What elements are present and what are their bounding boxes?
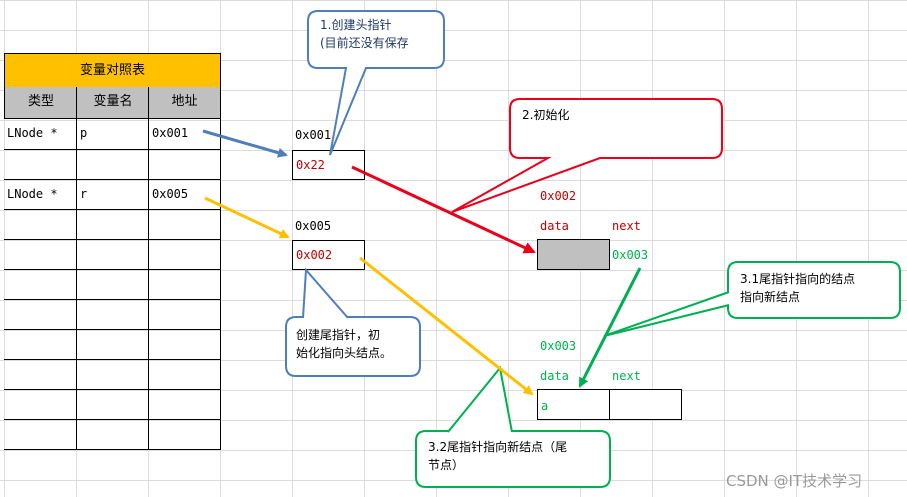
table-cell [4,209,76,239]
table-cell [148,419,221,449]
callout-31-shape [727,261,901,319]
table-cell [76,149,148,179]
table-cell [4,359,76,389]
callout-1-shape [307,10,445,156]
arrow-r-to-cell [204,196,290,239]
table-cell [4,149,76,179]
table-cell: LNode * [7,126,58,140]
table-cell [76,269,148,299]
table-cell [4,299,76,329]
new-node-data-label: data [540,369,569,383]
table-cell: 0x001 [148,119,221,149]
table-cell [148,389,221,419]
table-cell [148,149,221,179]
callout-31-line-2: 指向新结点 [740,290,801,304]
callout-1-text: 1.创建头指针 (目前还没有保存 [320,16,409,52]
callout-32-shape [415,430,611,488]
callout-32-line-2: 节点） [428,458,465,472]
table-cell [4,239,76,269]
callout-32-pointer [447,365,513,433]
head-node-next-label: next [612,219,641,233]
table-header-type: 类型 [4,87,77,119]
table-header-addr: 地址 [148,87,221,119]
table-cell [148,239,221,269]
callout-3-shape [285,316,421,377]
table-cell [148,269,221,299]
table-cell [4,419,76,449]
table-cell [76,209,148,239]
table-cell [76,329,148,359]
callout-3-line-1: 创建尾指针，初 [296,328,381,342]
head-node-address: 0x002 [540,189,577,203]
table-cell [76,239,148,269]
arrow-head-next-to-new-node [578,267,642,388]
p-value-cell: 0x22 [292,150,365,180]
table-cell [4,329,76,359]
table-cell: LNode * [4,179,76,209]
callout-1-line-1: 1.创建头指针 [320,18,392,32]
head-node-next-value: 0x003 [612,248,649,262]
new-node-address: 0x003 [540,339,577,353]
table-cell [148,299,221,329]
head-node-data-cell [537,239,610,270]
new-node-data-value: a [541,399,549,413]
table-cell: 0x005 [148,179,221,209]
table-cell [76,299,148,329]
head-node-data-label: data [540,219,569,233]
callout-2-text: 2.初始化 [522,108,570,122]
new-node-data-cell: a [537,389,610,420]
watermark: CSDN @IT技术学习 [726,472,863,490]
table-header-name: 变量名 [76,87,149,119]
arrow-r-value-to-new-node [359,256,534,396]
table-cell [148,329,221,359]
callout-31-text: 3.1尾指针指向的结点 指向新结点 [740,270,855,306]
table-cell [148,359,221,389]
r-value-cell: 0x002 [292,240,365,270]
callout-3-text: 创建尾指针，初 始化指向头结点。 [296,326,392,362]
table-cell [76,419,148,449]
table-cell: p [76,119,148,149]
callout-1-line-2: (目前还没有保存 [320,36,409,50]
p-address-label: 0x001 [295,128,332,142]
callout-31-pointer [603,291,730,337]
p-value: 0x22 [296,158,325,172]
callout-3-pointer [302,267,349,319]
r-value: 0x002 [296,248,333,262]
callout-31-line-1: 3.1尾指针指向的结点 [740,272,856,286]
new-node-next-label: next [612,369,641,383]
table-cell [76,389,148,419]
table-cell [148,209,221,239]
callout-32-line-1: 3.2尾指针指向新结点（尾 [428,440,568,454]
arrow-p-to-cell [202,129,288,158]
callout-3-line-2: 始化指向头结点。 [296,346,393,360]
table-title: 变量对照表 [4,53,221,88]
callout-32-text: 3.2尾指针指向新结点（尾 节点） [428,438,567,474]
arrow-p-value-to-head-node [351,165,536,254]
table-cell [76,359,148,389]
callout-2-shape [451,98,723,213]
table-cell [4,389,76,419]
table-cell: r [76,179,148,209]
r-address-label: 0x005 [295,219,332,233]
table-cell [4,269,76,299]
new-node-next-cell [609,389,682,420]
